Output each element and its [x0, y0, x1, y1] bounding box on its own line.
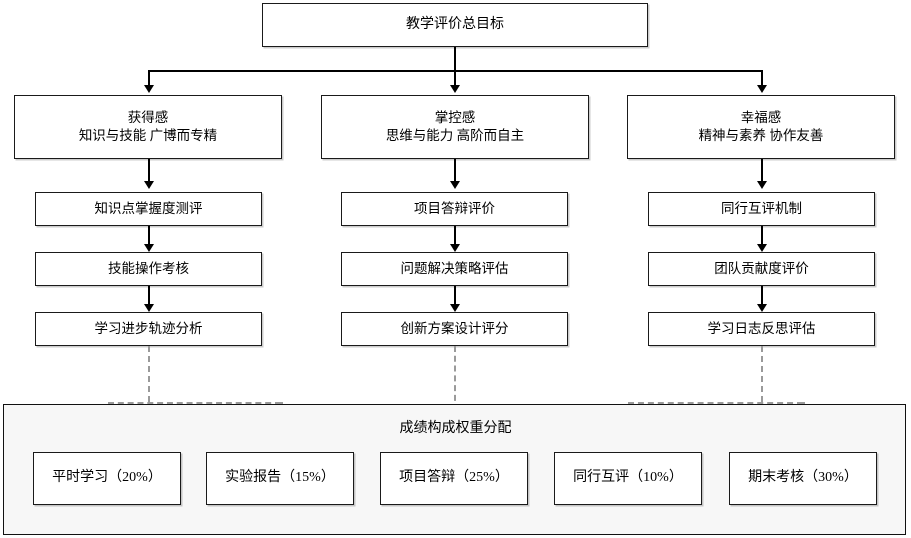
weight-box-2[interactable]: 实验报告（15%） — [206, 452, 354, 505]
category-3-item-3[interactable]: 学习日志反思评估 — [648, 312, 875, 346]
cat3-item2-to-item3-line — [761, 286, 763, 307]
cat1-item1-to-item2-arrow-icon — [144, 244, 154, 252]
category-box-1[interactable]: 获得感 知识与技能 广博而专精 — [14, 95, 282, 159]
category-box-2[interactable]: 掌控感 思维与能力 高阶而自主 — [321, 95, 589, 159]
weight-box-2-label: 实验报告（15%） — [225, 470, 335, 486]
category-3-item-2-label: 团队贡献度评价 — [714, 260, 809, 276]
cat2-item2-to-item3-line — [454, 286, 456, 307]
cat3-item2-to-item3-arrow-icon — [757, 304, 767, 312]
dashed-stem-col3 — [761, 346, 763, 402]
category-2-name: 掌控感 — [434, 109, 476, 125]
cat1-item2-to-item3-arrow-icon — [144, 304, 154, 312]
category-2-item-1-label: 项目答辩评价 — [414, 200, 495, 216]
category-1-item-3[interactable]: 学习进步轨迹分析 — [35, 312, 262, 346]
category-3-subtitle: 精神与素养 协作友善 — [698, 128, 824, 143]
cat2-to-item1-arrow-icon — [450, 181, 460, 189]
category-1-item-2-label: 技能操作考核 — [108, 260, 189, 276]
cat2-to-item1-line — [454, 159, 456, 183]
cat2-item2-to-item3-arrow-icon — [450, 304, 460, 312]
cat2-item1-to-item2-line — [454, 226, 456, 247]
category-3-text: 幸福感 精神与素养 协作友善 — [628, 109, 894, 145]
category-3-item-1-label: 同行互评机制 — [721, 200, 802, 216]
cat3-item1-to-item2-arrow-icon — [757, 244, 767, 252]
category-1-name: 获得感 — [127, 109, 169, 125]
category-1-item-1[interactable]: 知识点掌握度测评 — [35, 192, 262, 226]
root-goal-box[interactable]: 教学评价总目标 — [262, 3, 648, 47]
cat3-to-item1-arrow-icon — [757, 181, 767, 189]
cat3-to-item1-line — [761, 159, 763, 183]
root-drop-right — [761, 70, 763, 87]
weights-panel-title: 成绩构成权重分配 — [399, 421, 512, 436]
weight-box-5-label: 期末考核（30%） — [748, 470, 858, 486]
category-box-3[interactable]: 幸福感 精神与素养 协作友善 — [627, 95, 895, 159]
cat1-to-item1-arrow-icon — [144, 181, 154, 189]
category-1-item-2[interactable]: 技能操作考核 — [35, 252, 262, 286]
cat3-item1-to-item2-line — [761, 226, 763, 247]
weight-box-5[interactable]: 期末考核（30%） — [729, 452, 877, 505]
weight-box-1-label: 平时学习（20%） — [52, 470, 162, 486]
cat1-item2-to-item3-line — [148, 286, 150, 307]
cat1-to-item1-line — [148, 159, 150, 183]
weight-box-4[interactable]: 同行互评（10%） — [554, 452, 702, 505]
cat2-item1-to-item2-arrow-icon — [450, 244, 460, 252]
root-arrow-left-icon — [144, 85, 154, 93]
root-stem-line — [454, 47, 456, 71]
dashed-bus-col1 — [108, 402, 281, 404]
root-arrow-right-icon — [757, 85, 767, 93]
category-1-item-3-label: 学习进步轨迹分析 — [94, 320, 203, 336]
category-2-item-2[interactable]: 问题解决策略评估 — [341, 252, 568, 286]
weight-box-3-label: 项目答辩（25%） — [399, 470, 509, 486]
dashed-bus-col3 — [628, 402, 803, 404]
weight-box-1[interactable]: 平时学习（20%） — [33, 452, 181, 505]
category-1-text: 获得感 知识与技能 广博而专精 — [15, 109, 281, 145]
root-arrow-middle-icon — [450, 85, 460, 93]
category-3-item-3-label: 学习日志反思评估 — [707, 320, 816, 336]
category-2-item-2-label: 问题解决策略评估 — [400, 260, 509, 276]
category-3-item-1[interactable]: 同行互评机制 — [648, 192, 875, 226]
root-drop-middle — [454, 70, 456, 87]
cat1-item1-to-item2-line — [148, 226, 150, 247]
category-1-item-1-label: 知识点掌握度测评 — [94, 200, 203, 216]
category-3-name: 幸福感 — [740, 109, 782, 125]
category-2-text: 掌控感 思维与能力 高阶而自主 — [322, 109, 588, 145]
root-drop-left — [148, 70, 150, 87]
category-2-item-1[interactable]: 项目答辩评价 — [341, 192, 568, 226]
dashed-stem-col2 — [454, 346, 456, 440]
root-goal-label: 教学评价总目标 — [406, 16, 504, 32]
weight-box-3[interactable]: 项目答辩（25%） — [380, 452, 528, 505]
category-2-subtitle: 思维与能力 高阶而自主 — [385, 128, 525, 143]
weight-box-4-label: 同行互评（10%） — [573, 470, 683, 486]
category-1-subtitle: 知识与技能 广博而专精 — [78, 128, 218, 143]
category-2-item-3-label: 创新方案设计评分 — [400, 320, 509, 336]
dashed-stem-col1 — [148, 346, 150, 402]
category-2-item-3[interactable]: 创新方案设计评分 — [341, 312, 568, 346]
category-3-item-2[interactable]: 团队贡献度评价 — [648, 252, 875, 286]
